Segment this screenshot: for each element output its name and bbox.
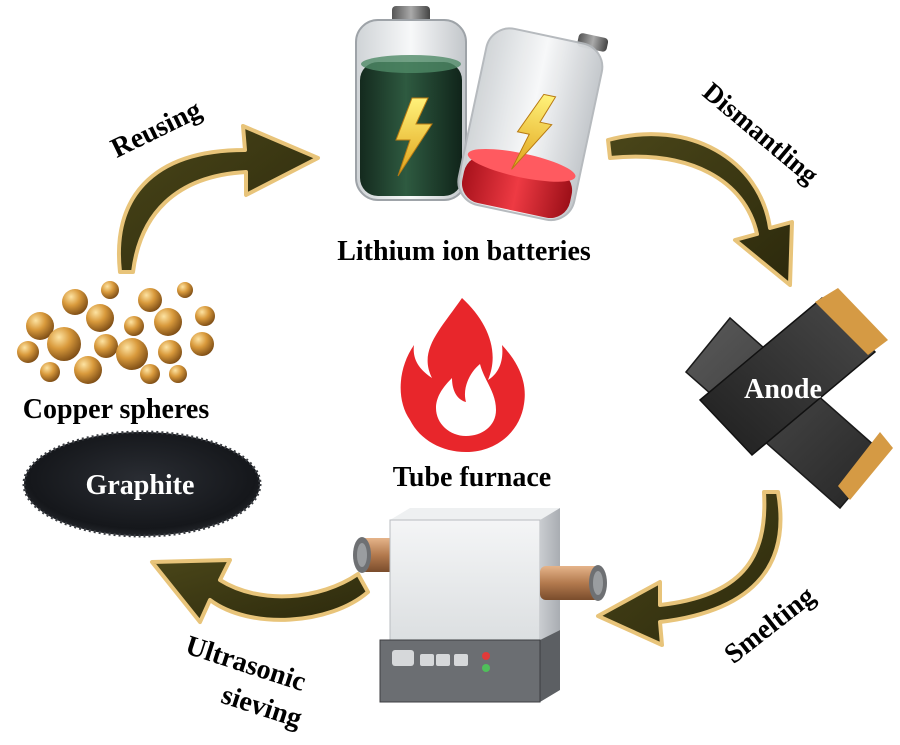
smelting-arrow (596, 490, 783, 647)
dismantling-arrow (606, 132, 794, 287)
sieving-arrow (150, 558, 370, 624)
reusing-label: Reusing (106, 94, 206, 164)
graphite-label: Graphite (86, 470, 195, 501)
batteries-label: Lithium ion batteries (337, 236, 591, 267)
furnace-label: Tube furnace (393, 462, 551, 493)
flame-icon (400, 298, 525, 452)
tube-furnace-icon (353, 508, 607, 703)
copper-spheres-icon (17, 281, 215, 384)
reusing-arrow (117, 124, 320, 274)
battery-icon (355, 6, 609, 222)
graphite-powder-icon (22, 430, 262, 538)
anode-label: Anode (744, 374, 822, 405)
copper-label: Copper spheres (23, 394, 210, 425)
anode-sheet-icon (684, 288, 893, 510)
